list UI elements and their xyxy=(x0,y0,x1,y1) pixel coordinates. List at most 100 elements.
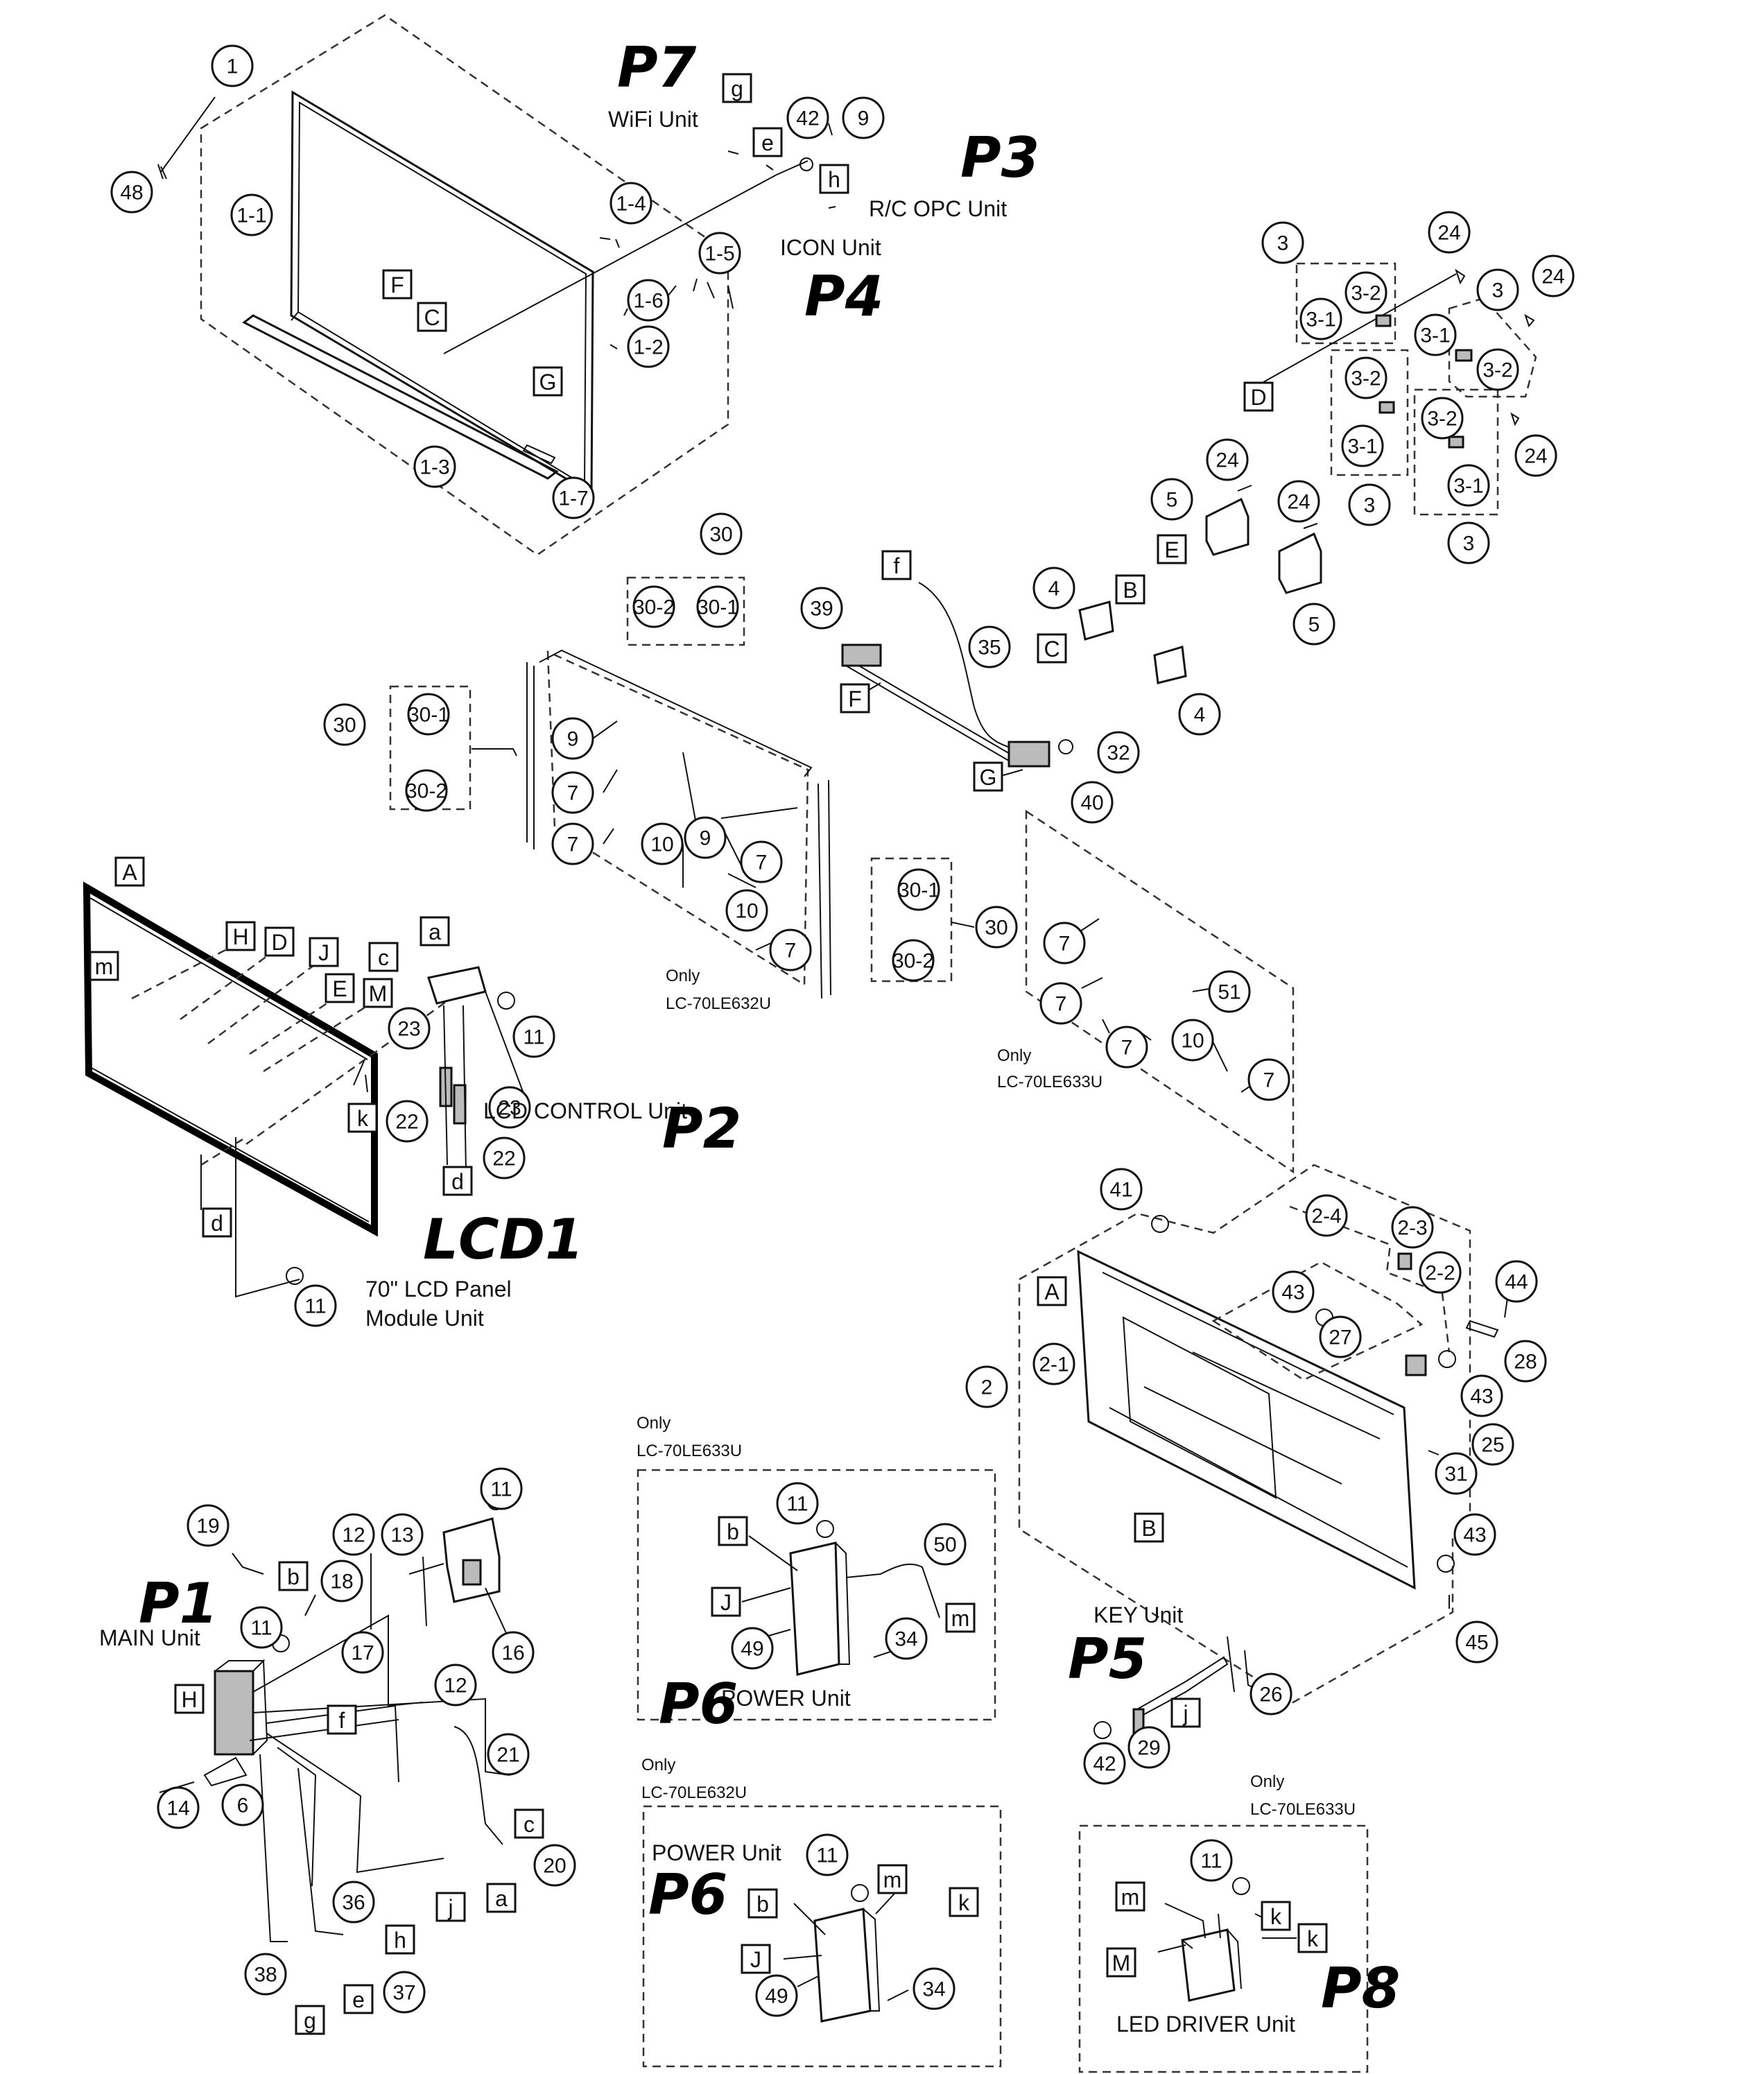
callout-number: 24 xyxy=(1524,445,1547,468)
callout-number: 3-1 xyxy=(1347,435,1377,458)
part-callout: 1-3 xyxy=(413,445,456,488)
callout-number: 28 xyxy=(1514,1351,1537,1374)
tag-box xyxy=(417,302,447,332)
callout-circle xyxy=(323,703,366,746)
tag-letter: b xyxy=(727,1519,739,1544)
tag-box xyxy=(533,366,563,397)
tag-box xyxy=(1134,1512,1164,1543)
tag-box xyxy=(325,973,355,1003)
callout-circle xyxy=(806,1833,849,1876)
part-callout: 41 xyxy=(1100,1168,1143,1211)
callout-number: 9 xyxy=(700,827,711,850)
part-callout: 34 xyxy=(913,1967,956,2010)
callout-number: 13 xyxy=(390,1524,413,1547)
part-callout: 23 xyxy=(488,1086,531,1129)
connector-tag: k xyxy=(347,1103,378,1133)
connector-tag: k xyxy=(949,1887,979,1917)
tag-box xyxy=(368,942,399,972)
callout-circle xyxy=(1083,1742,1126,1785)
part-callout: 7 xyxy=(769,928,812,971)
tag-letter: k xyxy=(1270,1904,1282,1929)
part-callout: 16 xyxy=(492,1631,535,1674)
unit-label: 70" LCD Panel xyxy=(365,1277,512,1302)
connector-tag: a xyxy=(486,1883,517,1913)
connector-tag: m xyxy=(89,951,119,981)
callout-number: 42 xyxy=(1093,1753,1116,1776)
model-note: LC-70LE632U xyxy=(641,1783,747,1802)
tag-letter: e xyxy=(352,1987,365,2012)
callout-circle xyxy=(388,1007,431,1050)
tag-letter: F xyxy=(390,273,404,297)
callout-circle xyxy=(1447,464,1490,507)
model-note: Only xyxy=(641,1756,675,1774)
part-callout: 37 xyxy=(383,1971,426,2014)
callout-circle xyxy=(1460,1374,1503,1417)
callout-circle xyxy=(244,1953,287,1996)
tag-letter: D xyxy=(271,930,287,955)
callout-number: 36 xyxy=(342,1892,365,1915)
part-callout: 13 xyxy=(381,1513,424,1556)
callout-number: 3 xyxy=(1492,279,1504,302)
part-callout: 3-1 xyxy=(1414,313,1457,356)
callout-circle xyxy=(1071,781,1114,824)
callout-circle xyxy=(533,1844,576,1887)
part-callout: 7 xyxy=(1039,982,1082,1025)
part-callout: 18 xyxy=(320,1559,363,1602)
callout-number: 9 xyxy=(567,728,579,751)
callout-circle xyxy=(110,171,153,214)
part-callout: 11 xyxy=(480,1467,523,1510)
connector-tag: b xyxy=(747,1888,778,1919)
part-callout: 42 xyxy=(786,96,829,139)
connector-tag: H xyxy=(225,921,256,951)
part-callout: 28 xyxy=(1504,1340,1547,1383)
part-callout: 44 xyxy=(1495,1260,1538,1303)
part-callout: 30-2 xyxy=(892,939,935,982)
callout-circle xyxy=(332,1881,375,1924)
callout-circle xyxy=(294,1284,337,1327)
part-callout: 7 xyxy=(1105,1026,1148,1069)
callout-circle xyxy=(381,1513,424,1556)
part-callout: 7 xyxy=(551,822,594,865)
connector-tag: j xyxy=(435,1892,466,1922)
tag-letter: b xyxy=(287,1564,300,1589)
connector-tag: F xyxy=(382,269,413,300)
callout-circle xyxy=(1476,268,1519,311)
callout-number: 51 xyxy=(1218,981,1240,1004)
callout-number: 1-5 xyxy=(704,243,734,266)
part-callout: 35 xyxy=(968,625,1011,668)
callout-number: 40 xyxy=(1080,792,1103,815)
part-callout: 10 xyxy=(641,822,684,865)
part-callout: 1-1 xyxy=(230,193,273,236)
callout-number: 10 xyxy=(735,900,758,923)
connector-tag: h xyxy=(385,1924,415,1955)
part-callout: 11 xyxy=(512,1015,555,1058)
tag-box xyxy=(1115,574,1145,605)
part-callout: 40 xyxy=(1071,781,1114,824)
callout-number: 18 xyxy=(330,1571,353,1593)
tag-letter: J xyxy=(750,1947,761,1972)
tag-box xyxy=(722,73,752,103)
tag-letter: M xyxy=(369,981,388,1006)
callout-circle xyxy=(1039,982,1082,1025)
callout-circle xyxy=(800,587,843,630)
callout-number: 1 xyxy=(227,55,239,78)
part-callout: 30-1 xyxy=(897,868,940,911)
unit-label: LCD CONTROL Unit xyxy=(483,1098,687,1123)
callout-circle xyxy=(1421,397,1464,440)
part-callout: 27 xyxy=(1319,1315,1362,1358)
tag-letter: e xyxy=(761,130,774,155)
callout-circle xyxy=(609,182,652,225)
part-callout: 3-2 xyxy=(1476,348,1519,391)
callout-circle xyxy=(551,771,594,814)
line-art xyxy=(83,14,1537,2073)
part-callout: 9 xyxy=(842,96,885,139)
part-callout: 3 xyxy=(1261,221,1304,264)
tag-box xyxy=(747,1888,778,1919)
model-note: Only xyxy=(666,967,700,985)
callout-number: 11 xyxy=(786,1493,808,1516)
tag-box xyxy=(1157,534,1187,564)
callout-number: 7 xyxy=(785,940,797,962)
